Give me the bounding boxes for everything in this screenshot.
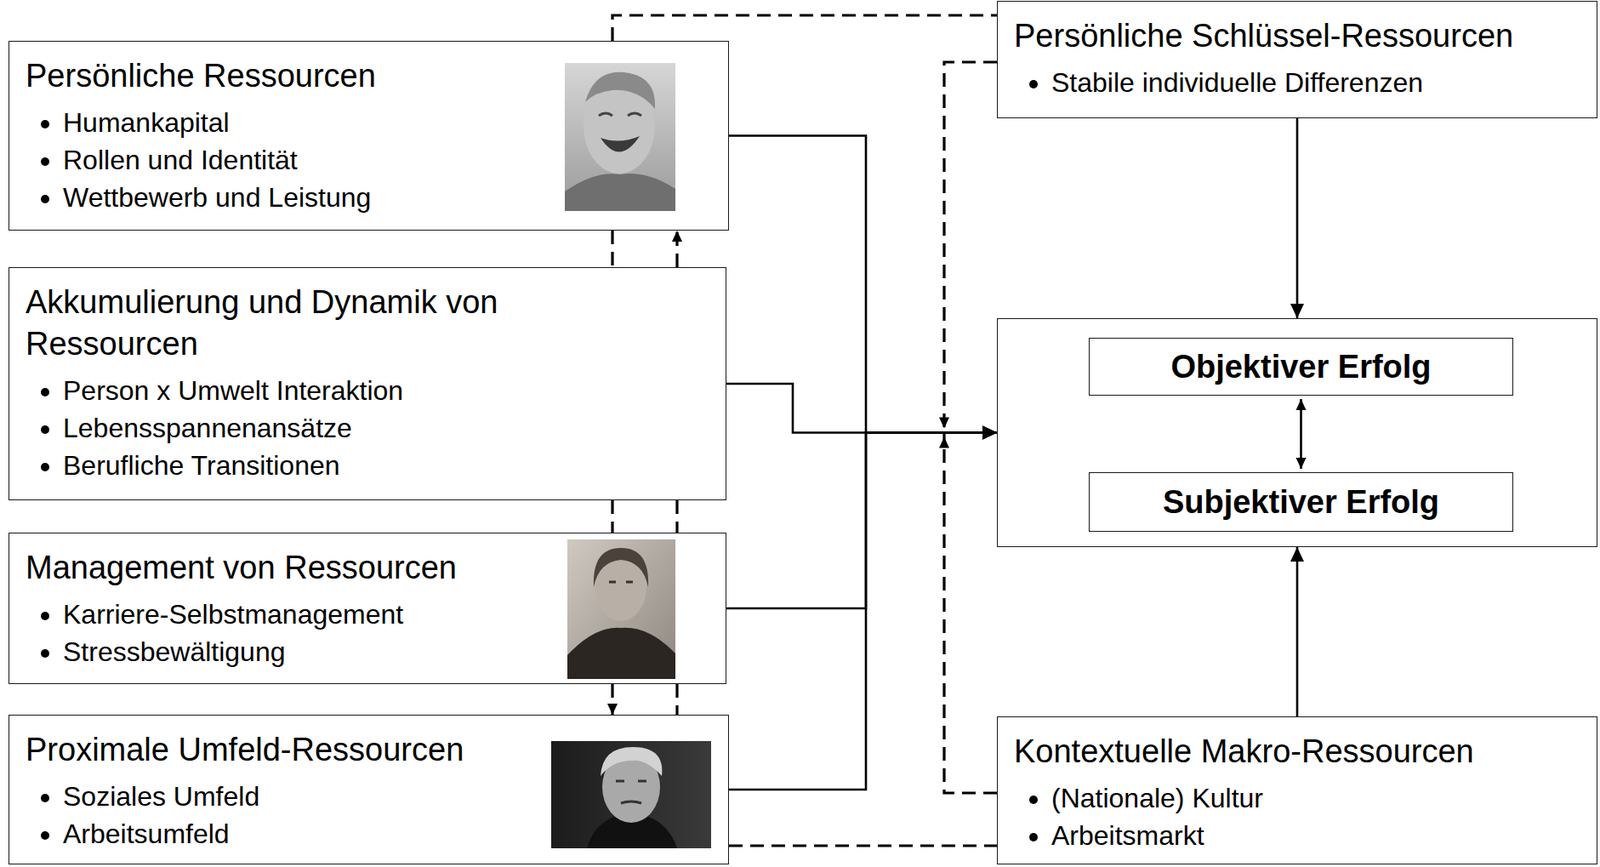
bullet-item: Arbeitsmarkt <box>1051 816 1581 855</box>
connector <box>728 136 997 440</box>
dashed-connector <box>939 62 997 440</box>
bullet-list: (Nationale) KulturArbeitsmarkt <box>1013 779 1581 855</box>
arrow-head <box>1290 546 1304 562</box>
resource-box: Persönliche Schlüssel-RessourcenStabile … <box>996 0 1598 119</box>
connector-line <box>944 62 997 433</box>
box-heading: Persönliche Schlüssel-Ressourcen <box>1013 15 1581 57</box>
dashed-connector <box>939 426 997 794</box>
bullet-item: Wettbewerb und Leistung <box>62 178 712 217</box>
box-heading: Persönliche Ressourcen <box>25 55 712 97</box>
arrow-head <box>982 426 997 440</box>
resource-box: Akkumulierung und Dynamik von Ressourcen… <box>8 267 727 501</box>
photo-shirt <box>564 173 676 211</box>
photo-ground <box>551 740 712 849</box>
portrait-photo <box>551 740 712 849</box>
photo-hair <box>600 746 662 776</box>
connector <box>1296 398 1307 469</box>
photo-eyes <box>609 580 633 584</box>
box-heading: Proximale Umfeld-Ressourcen <box>25 728 712 771</box>
connector-line <box>612 15 997 41</box>
box-heading: Subjektiver Erfolg <box>1162 481 1440 524</box>
arrow-head <box>607 703 618 715</box>
connector <box>728 426 997 791</box>
box-heading: Objektiver Erfolg <box>1170 346 1431 388</box>
arrow-head <box>982 426 997 440</box>
bullet-list: Stabile individuelle Differenzen <box>1013 63 1581 102</box>
connector-line <box>728 843 997 847</box>
dashed-connector <box>728 845 997 847</box>
bullet-item: Humankapital <box>62 103 712 142</box>
bullet-item: Berufliche Transitionen <box>62 446 710 484</box>
connector-line <box>675 683 678 715</box>
connector <box>1290 118 1304 319</box>
portrait-photo <box>564 62 676 211</box>
arrow-head <box>982 426 997 440</box>
connector-line <box>610 230 614 268</box>
box-heading: Management von Ressourcen <box>25 546 710 589</box>
arrow-head <box>939 437 950 449</box>
outcome-box: Subjektiver Erfolg <box>1088 472 1514 532</box>
connector-line <box>675 500 678 533</box>
connector-line <box>944 432 997 794</box>
connector <box>1290 546 1304 717</box>
dashed-connector <box>677 683 678 715</box>
arrow-head <box>939 417 950 429</box>
bullet-list: Person x Umwelt InteraktionLebensspannen… <box>25 371 710 484</box>
connector-line <box>726 432 997 610</box>
bullet-item: Stabile individuelle Differenzen <box>1051 63 1581 102</box>
photo-mouth <box>600 136 640 153</box>
connector <box>726 426 997 610</box>
box-heading: Akkumulierung und Dynamik von Ressourcen <box>25 281 604 365</box>
outcome-frame: Objektiver ErfolgSubjektiver Erfolg <box>996 318 1598 547</box>
dashed-connector <box>671 230 683 268</box>
bullet-item: Arbeitsumfeld <box>62 814 712 853</box>
connector-line <box>726 383 997 433</box>
photo-eyes <box>598 113 642 116</box>
arrow-head <box>1290 303 1304 319</box>
bullet-item: Soziales Umfeld <box>62 777 712 815</box>
portrait-photo <box>567 539 676 679</box>
bullet-item: Lebensspannenansätze <box>62 409 710 447</box>
resource-box: Kontextuelle Makro-Ressourcen (Nationale)… <box>996 716 1598 865</box>
dashed-connector <box>677 500 678 533</box>
bullet-list: HumankapitalRollen und IdentitätWettbewe… <box>25 103 712 217</box>
resource-box: Management von RessourcenKarriere-Selbst… <box>8 532 727 684</box>
photo-ground <box>564 62 676 211</box>
bullet-item: Person x Umwelt Interaktion <box>62 371 710 410</box>
dashed-connector <box>612 15 997 41</box>
arrow-head <box>1296 457 1307 469</box>
photo-hair <box>585 72 655 109</box>
arrow-head <box>982 426 997 440</box>
arrow-head <box>1296 398 1307 410</box>
dashed-connector <box>612 500 614 533</box>
bullet-item: Stressbewältigung <box>62 632 710 671</box>
connector-line <box>728 432 997 791</box>
outcome-box: Objektiver Erfolg <box>1088 337 1514 396</box>
box-heading: Kontextuelle Makro-Ressourcen <box>1013 730 1581 773</box>
connector-line <box>728 136 997 433</box>
bullet-item: Rollen und Identität <box>62 141 712 179</box>
resource-box: Persönliche RessourcenHumankapitalRollen… <box>8 40 729 231</box>
photo-ground <box>567 539 676 679</box>
dashed-connector <box>612 230 614 268</box>
bullet-item: Karriere-Selbstmanagement <box>62 595 710 633</box>
arrow-head <box>982 426 997 440</box>
bullet-item: (Nationale) Kultur <box>1051 779 1581 817</box>
photo-features <box>615 780 647 803</box>
connector-line <box>1296 546 1299 717</box>
arrow-head <box>671 230 683 242</box>
connector <box>726 383 997 440</box>
bullet-list: Soziales UmfeldArbeitsumfeld <box>25 777 712 853</box>
photo-dress <box>567 627 676 679</box>
arrow-head <box>982 426 997 440</box>
dashed-connector <box>607 683 618 715</box>
photo-hair <box>593 547 649 587</box>
connector-line <box>1296 118 1299 319</box>
resource-box: Proximale Umfeld-RessourcenSoziales Umfe… <box>8 714 729 865</box>
bullet-list: Karriere-SelbstmanagementStressbewältigu… <box>25 595 710 671</box>
connector-line <box>610 500 614 533</box>
